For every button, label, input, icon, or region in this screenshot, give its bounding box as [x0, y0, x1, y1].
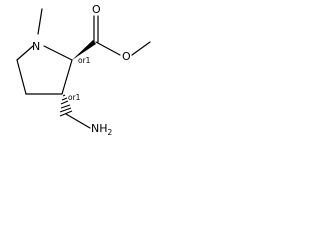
stereo-label-c2: or1 — [78, 56, 91, 65]
bond-n1-c2 — [43, 45, 73, 61]
nitrogen-ring-label: N — [32, 40, 40, 53]
bond-ester-o — [95, 41, 121, 56]
carbonyl-oxygen-label: O — [92, 3, 101, 16]
wedge-bond-c2-ester — [72, 40, 96, 60]
bond-ch2-nh2 — [65, 113, 91, 129]
stereo-label-c3: or1 — [68, 93, 81, 102]
amine-nh: NH — [91, 122, 108, 135]
ester-oxygen-label: O — [122, 50, 131, 63]
bond-o-methyl — [131, 41, 151, 56]
bond-c2-c3 — [61, 59, 73, 95]
amine-subscript: 2 — [108, 128, 113, 137]
hashed-wedge-c3-ch2 — [59, 94, 73, 117]
bond-n-methyl — [37, 8, 43, 35]
amine-label: NH2 — [91, 122, 113, 137]
bond-c5-n1 — [16, 45, 34, 61]
bond-c4-c5 — [16, 59, 27, 95]
molecule-structure: N O O NH2 or1 or1 — [16, 3, 151, 137]
